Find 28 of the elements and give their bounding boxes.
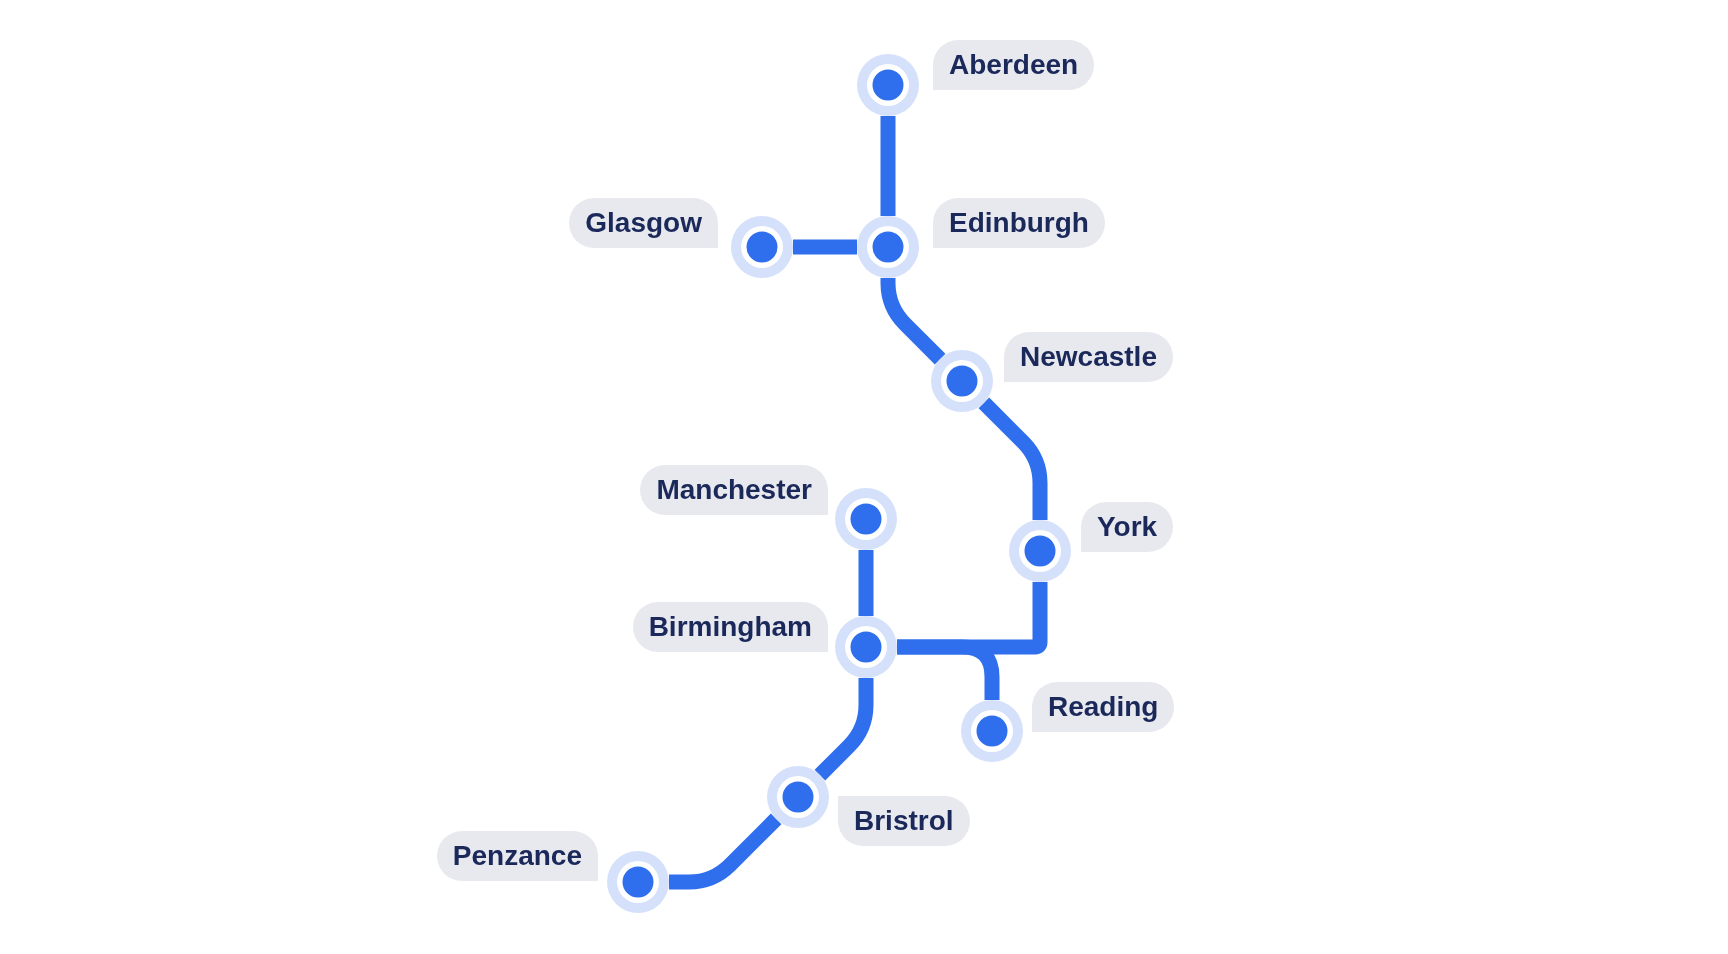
station-label: Edinburgh (933, 198, 1105, 248)
station-dot (767, 766, 829, 828)
rail-line (669, 813, 782, 890)
station-dot (607, 851, 669, 913)
station-label: Bristrol (838, 796, 970, 846)
station-dot (835, 488, 897, 550)
rail-line (978, 397, 1048, 520)
station-label: Newcastle (1004, 332, 1173, 382)
station-dot (835, 616, 897, 678)
rail-line (814, 678, 874, 781)
station-dot (857, 54, 919, 116)
station-label: Glasgow (569, 198, 718, 248)
station-label: Birmingham (632, 602, 828, 652)
station-dot (961, 700, 1023, 762)
rail-line (793, 239, 857, 255)
station-label: York (1081, 502, 1174, 552)
rail-line (897, 639, 1000, 700)
rail-line (880, 116, 896, 216)
station-dot (731, 216, 793, 278)
station-dot (1009, 520, 1071, 582)
station-label: Reading (1032, 682, 1175, 732)
rail-line (858, 550, 874, 616)
station-dot (857, 216, 919, 278)
station-dot (931, 350, 993, 412)
rail-line (880, 275, 946, 365)
station-label: Manchester (640, 465, 828, 515)
station-label: Aberdeen (933, 40, 1095, 90)
station-label: Penzance (436, 831, 598, 881)
